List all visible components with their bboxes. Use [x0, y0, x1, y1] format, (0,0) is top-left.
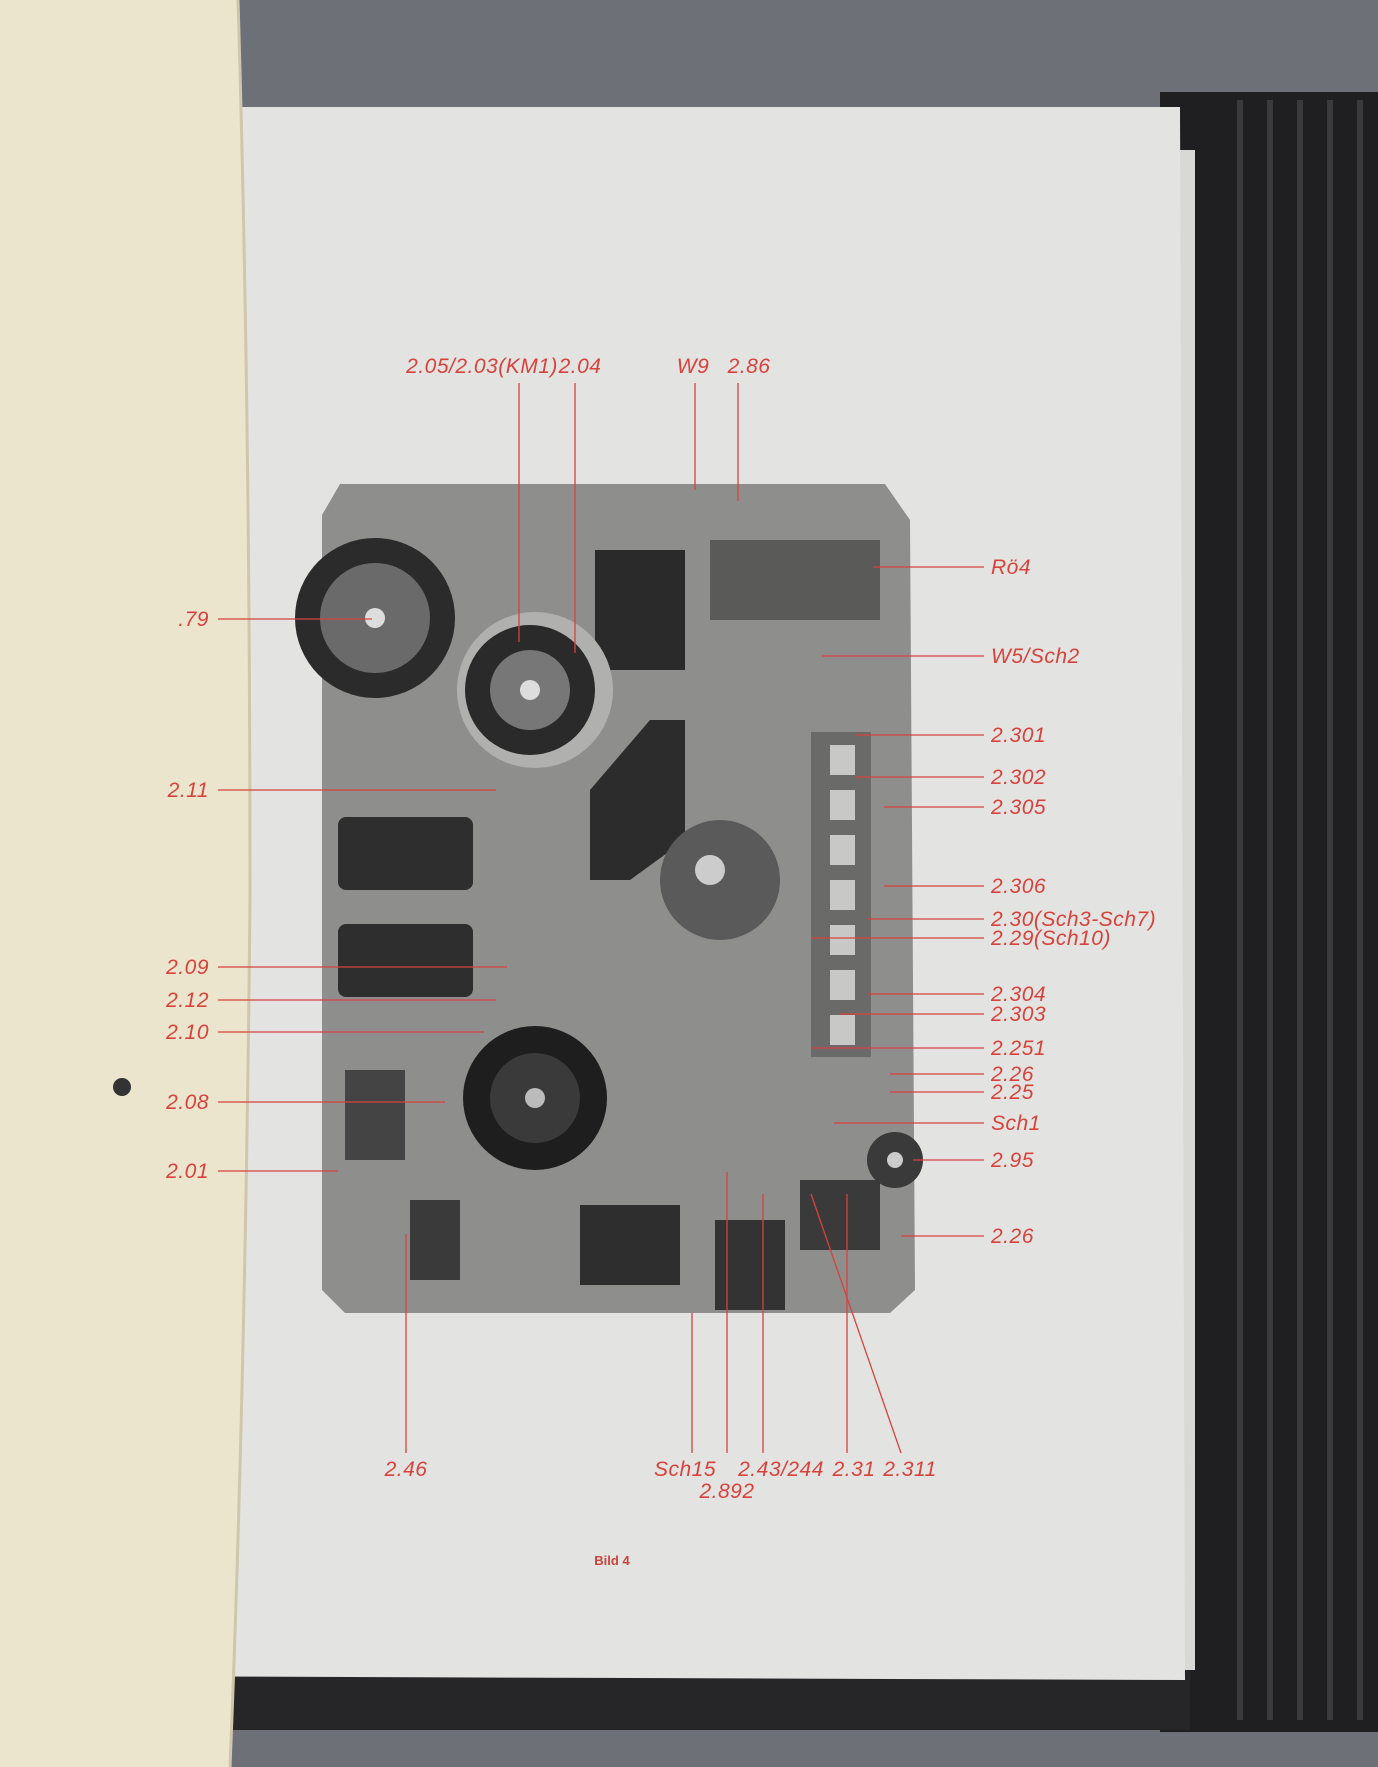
callout-label: 2.30(Sch3-Sch7): [990, 908, 1156, 931]
callout-label: 2.311: [882, 1458, 937, 1481]
callout-label: Sch15: [654, 1458, 716, 1481]
callout-label: 2.95: [990, 1149, 1034, 1172]
callout-label: 2.303: [990, 1003, 1046, 1026]
binder-ridges: [1237, 100, 1363, 1720]
callout-label: 2.26: [990, 1063, 1034, 1086]
callout-label: W9: [677, 355, 710, 378]
mechanism-photo: [295, 484, 923, 1313]
callout-label: 2.10: [165, 1021, 209, 1044]
callout-label: 2.12: [165, 989, 209, 1012]
callout-label: 2.08: [165, 1091, 209, 1114]
callout-label: 2.46: [384, 1458, 428, 1481]
callout-label: 2.05/2.03(KM1): [405, 355, 558, 378]
callout-label: .79: [178, 608, 209, 631]
callout-label: 2.25: [990, 1081, 1034, 1104]
callout-label: 2.892: [698, 1480, 754, 1503]
callout-label: 2.04: [558, 355, 602, 378]
callout-label: 2.251: [990, 1037, 1046, 1060]
callout-line: [810, 1193, 902, 1454]
callout-label: 2.43/244: [737, 1458, 824, 1481]
callout-label: 2.86: [727, 355, 771, 378]
callout-label: 2.11: [167, 779, 209, 802]
callout-label: 2.29(Sch10): [990, 927, 1111, 950]
callout-label: 2.302: [990, 766, 1046, 789]
figure-caption: Bild 4: [594, 1553, 630, 1568]
callout-label: W5/Sch2: [991, 645, 1080, 668]
callout-label: 2.305: [990, 796, 1046, 819]
facing-book-page: [0, 0, 250, 1767]
callout-label: 2.01: [165, 1160, 209, 1183]
callout-label: 2.306: [990, 875, 1046, 898]
callout-label: 2.31: [832, 1458, 876, 1481]
callout-label: Sch1: [991, 1112, 1041, 1135]
callout-label: 2.304: [990, 983, 1046, 1006]
punch-hole: [113, 1078, 131, 1096]
callout-label: 2.301: [990, 724, 1046, 747]
callout-label: Rö4: [991, 556, 1031, 579]
callout-label: 2.09: [165, 956, 209, 979]
callout-label: 2.26: [990, 1225, 1034, 1248]
callout-lines: [218, 383, 984, 1454]
